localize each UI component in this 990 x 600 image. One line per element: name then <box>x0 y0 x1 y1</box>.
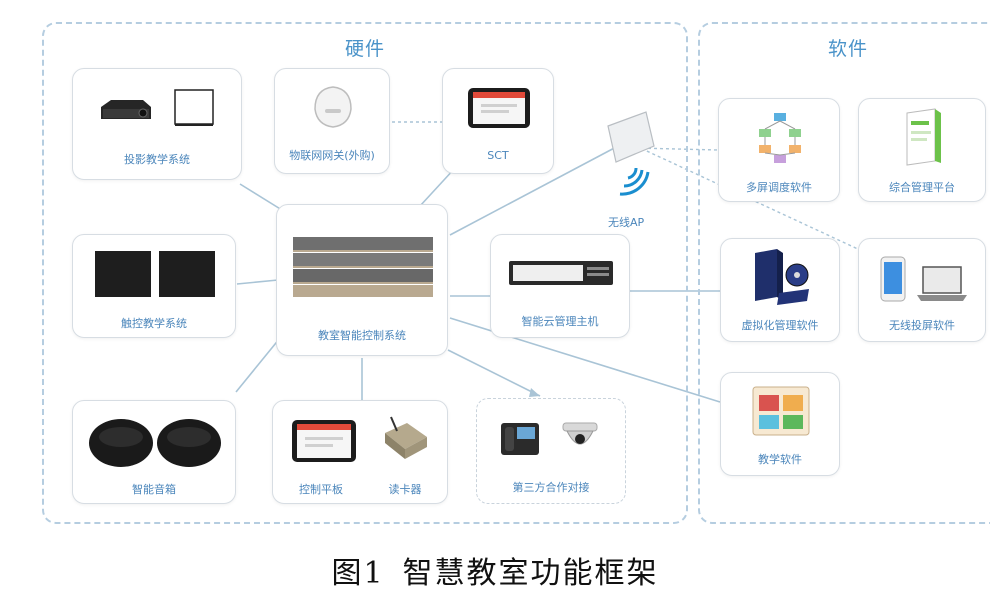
figure-title: 智慧教室功能框架 <box>402 556 659 591</box>
tablet-icon <box>468 88 530 128</box>
figure-caption: 图1 智慧教室功能框架 <box>0 548 990 592</box>
iot-gateway-card: 物联网网关(外购) <box>274 68 390 174</box>
cloud-host-card: 智能云管理主机 <box>490 234 630 338</box>
speaker-card: 智能音箱 <box>72 400 236 504</box>
wireless-ap-label: 无线AP <box>608 216 645 229</box>
router-icon <box>314 86 352 128</box>
integrated-platform-label: 综合管理平台 <box>889 181 955 194</box>
controller-label: 教室智能控制系统 <box>318 329 406 342</box>
multi-screen-card: 多屏调度软件 <box>718 98 840 202</box>
speaker-label: 智能音箱 <box>132 483 176 496</box>
touch-system-card: 触控教学系统 <box>72 234 236 338</box>
cloud-host-label: 智能云管理主机 <box>521 315 599 328</box>
projection-system-card: 投影教学系统 <box>72 68 242 180</box>
flowchart-icon <box>759 113 801 163</box>
virtualization-card: 虚拟化管理软件 <box>720 238 840 342</box>
link-touch-controller <box>236 279 279 285</box>
wireless-ap-icon <box>607 111 655 196</box>
phone-laptop-icon <box>880 256 967 302</box>
server-icon <box>509 261 613 285</box>
sct-card: SCT <box>442 68 554 174</box>
wireless-cast-card: 无线投屏软件 <box>858 238 986 342</box>
teaching-label: 教学软件 <box>758 453 802 466</box>
third-party-label: 第三方合作对接 <box>512 481 590 494</box>
software-box-icon <box>755 249 809 305</box>
teaching-card: 教学软件 <box>720 372 840 476</box>
software-box-icon <box>906 108 941 166</box>
hardware-panel: 硬件 <box>42 22 688 524</box>
card-reader-icon <box>385 416 427 459</box>
integrated-platform-card: 综合管理平台 <box>858 98 986 202</box>
software-panel: 软件 <box>698 22 990 524</box>
dome-camera-icon <box>562 422 598 445</box>
projection-screen-icon <box>174 89 214 126</box>
gateway-label: 物联网网关(外购) <box>289 149 375 162</box>
wireless-cast-label: 无线投屏软件 <box>889 319 955 332</box>
tablet-reader-card: 控制平板 读卡器 <box>272 400 448 504</box>
link-controller-speaker <box>235 337 281 393</box>
sct-label: SCT <box>487 149 509 162</box>
link-ap-wirelesscast <box>635 145 861 251</box>
hardware-title: 硬件 <box>345 38 386 60</box>
control-system-card: 教室智能控制系统 <box>276 204 448 356</box>
tablet-label: 控制平板 <box>299 483 343 496</box>
multi-screen-label: 多屏调度软件 <box>746 181 812 194</box>
projection-label: 投影教学系统 <box>124 153 190 166</box>
figure-number: 图1 <box>331 556 385 591</box>
arrowhead-thirdparty <box>529 388 540 397</box>
link-controller-ap <box>449 144 621 236</box>
third-party-card: 第三方合作对接 <box>476 398 626 504</box>
speaker-icon <box>89 419 221 467</box>
link-sct-controller <box>419 167 456 207</box>
software-title: 软件 <box>828 38 869 60</box>
virtualization-label: 虚拟化管理软件 <box>741 319 819 332</box>
server-icon <box>293 237 433 297</box>
link-controller-thirdparty <box>447 349 541 397</box>
card-reader-label: 读卡器 <box>388 483 422 496</box>
teaching-app-icon <box>752 386 810 436</box>
ip-phone-icon <box>501 423 539 455</box>
tablet-icon <box>292 420 356 462</box>
touch-panel-icon <box>95 251 215 297</box>
projector-icon <box>101 100 151 119</box>
touch-label: 触控教学系统 <box>121 317 187 330</box>
